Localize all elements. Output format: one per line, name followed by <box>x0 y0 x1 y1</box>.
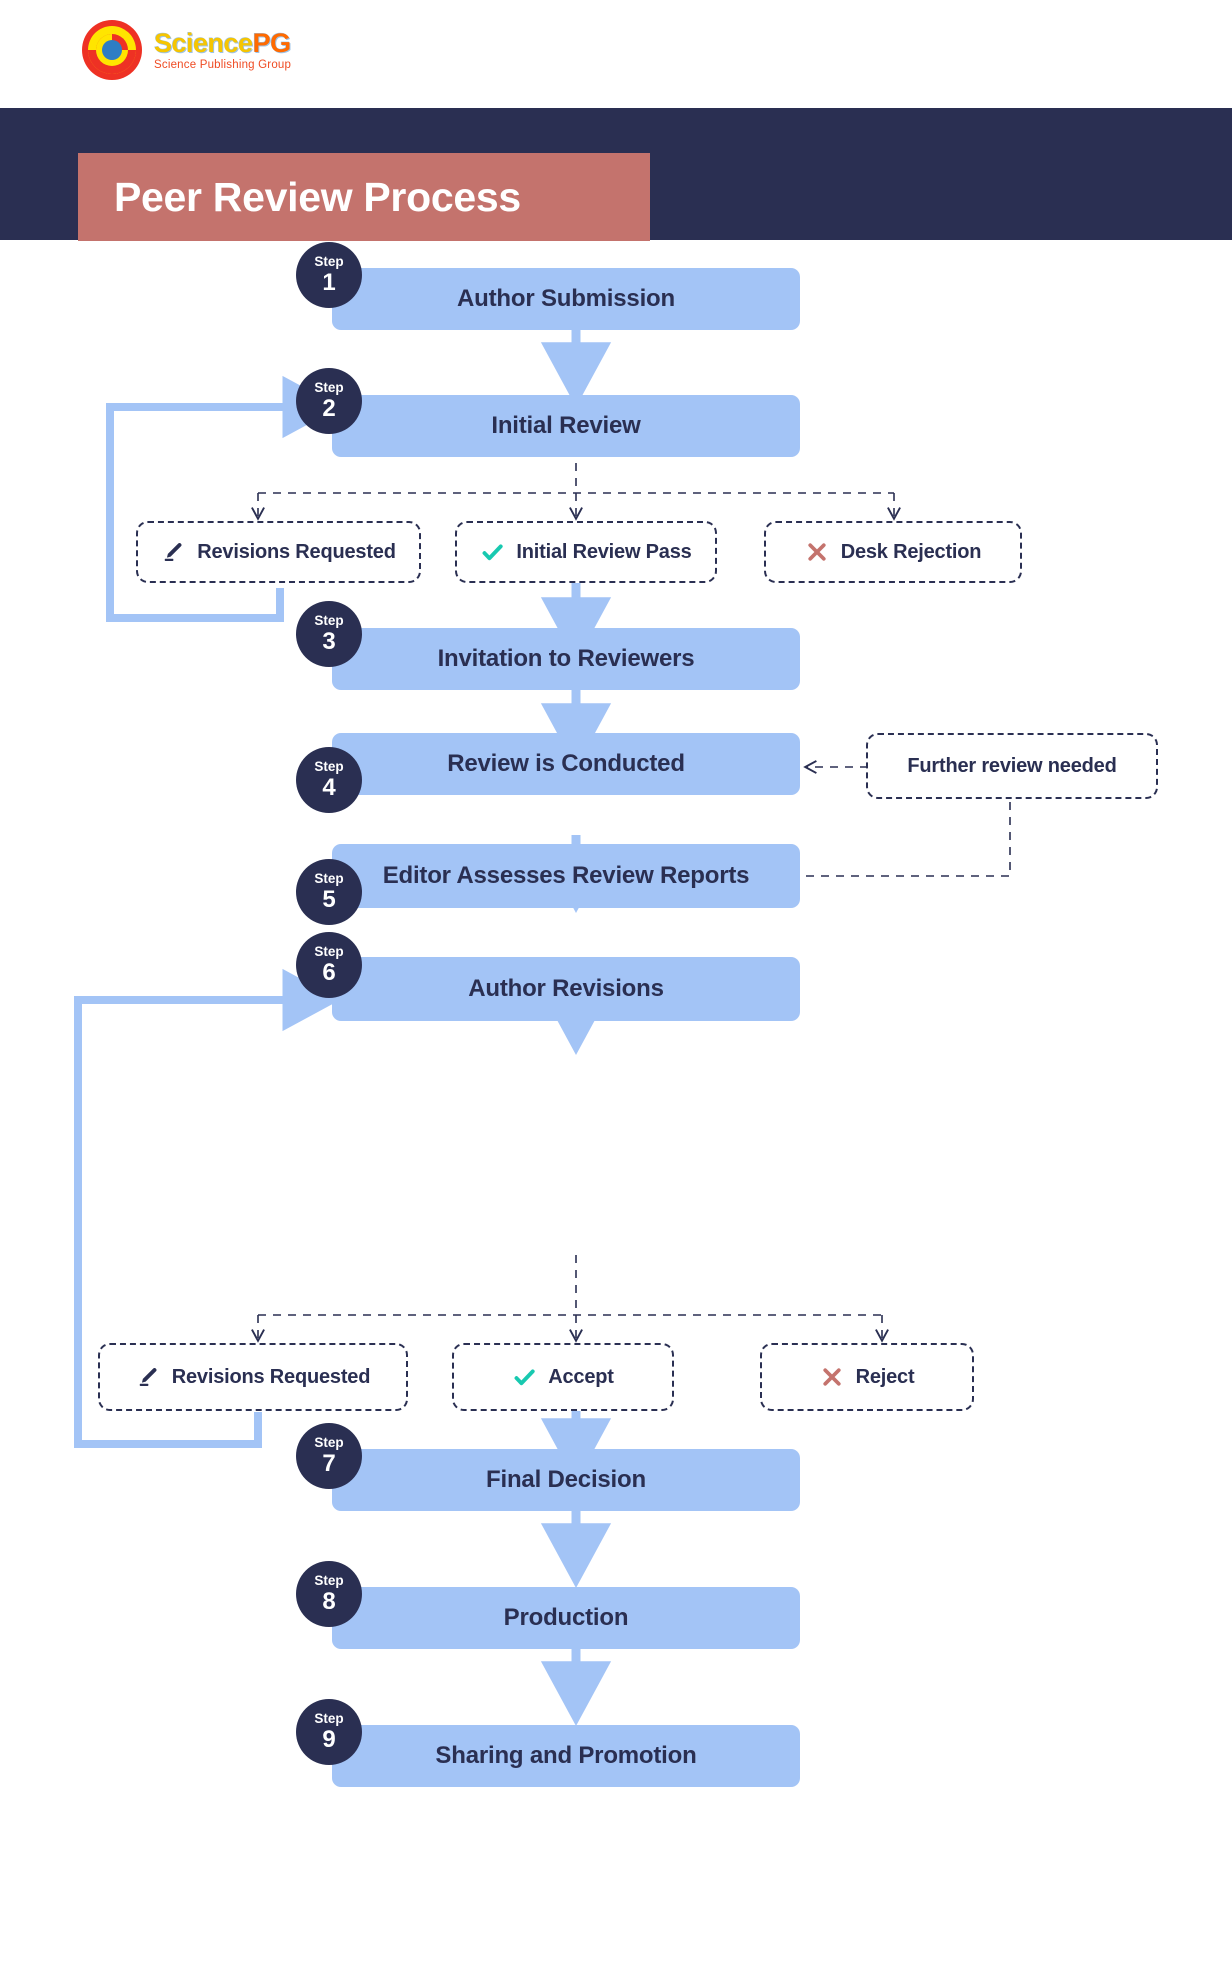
outcome-revisions-requested-2[interactable]: Revisions Requested <box>98 1343 408 1411</box>
check-icon <box>512 1365 536 1389</box>
note-label: Further review needed <box>907 754 1117 777</box>
outcome-label: Reject <box>855 1365 915 1388</box>
outcome-accept[interactable]: Accept <box>452 1343 674 1411</box>
step-box-9[interactable]: Sharing and Promotion <box>332 1725 800 1787</box>
brand-logo: SciencePG Science Publishing Group <box>80 18 291 82</box>
step-label-5: Editor Assesses Review Reports <box>382 862 750 889</box>
cross-icon <box>805 540 829 564</box>
outcome-revisions-requested-1[interactable]: Revisions Requested <box>136 521 421 583</box>
outcome-reject[interactable]: Reject <box>760 1343 974 1411</box>
step-word-6: Step <box>314 944 344 960</box>
step-badge-1: Step 1 <box>296 242 362 308</box>
step-badge-6: Step 6 <box>296 932 362 998</box>
brand-name-part1: Science <box>154 27 253 58</box>
step-badge-3: Step 3 <box>296 601 362 667</box>
step-number-2: 2 <box>322 394 336 422</box>
cross-icon <box>820 1365 844 1389</box>
step-badge-4: Step 4 <box>296 747 362 813</box>
step-label-9: Sharing and Promotion <box>435 1742 697 1769</box>
brand-wordmark: SciencePG Science Publishing Group <box>154 29 292 72</box>
outcome-initial-review-pass[interactable]: Initial Review Pass <box>455 521 717 583</box>
brand-name: SciencePG <box>154 29 291 57</box>
flowchart-canvas: Author Submission Step 1 Initial Review … <box>0 240 1232 1986</box>
page-title: Peer Review Process <box>114 173 521 220</box>
step-word-8: Step <box>314 1573 344 1589</box>
step-label-3: Invitation to Reviewers <box>437 645 695 672</box>
step-word-2: Step <box>314 380 344 396</box>
step-word-5: Step <box>314 871 344 887</box>
note-further-review-needed[interactable]: Further review needed <box>866 733 1158 799</box>
step-word-4: Step <box>314 759 344 775</box>
outcome-label: Initial Review Pass <box>516 540 692 563</box>
step-label-6: Author Revisions <box>468 975 664 1002</box>
outcome-label: Revisions Requested <box>197 540 396 563</box>
outcome-desk-rejection[interactable]: Desk Rejection <box>764 521 1022 583</box>
step-badge-7: Step 7 <box>296 1423 362 1489</box>
step5-to-note-path <box>806 800 1011 877</box>
step-box-5[interactable]: Editor Assesses Review Reports <box>332 844 800 908</box>
step-word-3: Step <box>314 613 344 629</box>
check-icon <box>480 540 504 564</box>
step-number-6: 6 <box>322 958 336 986</box>
step-label-8: Production <box>503 1604 629 1631</box>
step-box-2[interactable]: Initial Review <box>332 395 800 457</box>
pencil-icon <box>136 1365 160 1389</box>
step-box-3[interactable]: Invitation to Reviewers <box>332 628 800 690</box>
step-number-1: 1 <box>322 268 336 296</box>
step-number-5: 5 <box>322 885 336 913</box>
step-number-3: 3 <box>322 627 336 655</box>
sciencepg-logo-icon <box>82 20 142 80</box>
step-word-1: Step <box>314 254 344 270</box>
step-label-2: Initial Review <box>491 412 641 439</box>
step-badge-9: Step 9 <box>296 1699 362 1765</box>
step-badge-8: Step 8 <box>296 1561 362 1627</box>
step-label-1: Author Submission <box>457 285 675 312</box>
step-badge-5: Step 5 <box>296 859 362 925</box>
step-box-8[interactable]: Production <box>332 1587 800 1649</box>
step-box-7[interactable]: Final Decision <box>332 1449 800 1511</box>
step-badge-2: Step 2 <box>296 368 362 434</box>
step-word-9: Step <box>314 1711 344 1727</box>
step-box-1[interactable]: Author Submission <box>332 268 800 330</box>
outcome-label: Accept <box>548 1365 614 1388</box>
outcome-label: Revisions Requested <box>171 1365 371 1388</box>
pencil-icon <box>161 540 185 564</box>
step-number-4: 4 <box>322 773 336 801</box>
step-label-4: Review is Conducted <box>447 750 685 777</box>
step-box-6[interactable]: Author Revisions <box>332 957 800 1021</box>
step-number-8: 8 <box>322 1587 336 1615</box>
brand-name-part2: PG <box>252 27 292 58</box>
outcome-label: Desk Rejection <box>840 540 982 563</box>
step-number-7: 7 <box>322 1449 336 1477</box>
loop-revisions-to-step2 <box>106 375 340 622</box>
step-label-7: Final Decision <box>486 1466 646 1493</box>
step-word-7: Step <box>314 1435 344 1451</box>
step-number-9: 9 <box>322 1725 336 1753</box>
brand-tagline: Science Publishing Group <box>154 59 292 72</box>
logo-band: SciencePG Science Publishing Group <box>0 0 1232 108</box>
step-box-4[interactable]: Review is Conducted <box>332 733 800 795</box>
page-title-chip: Peer Review Process <box>78 153 650 241</box>
